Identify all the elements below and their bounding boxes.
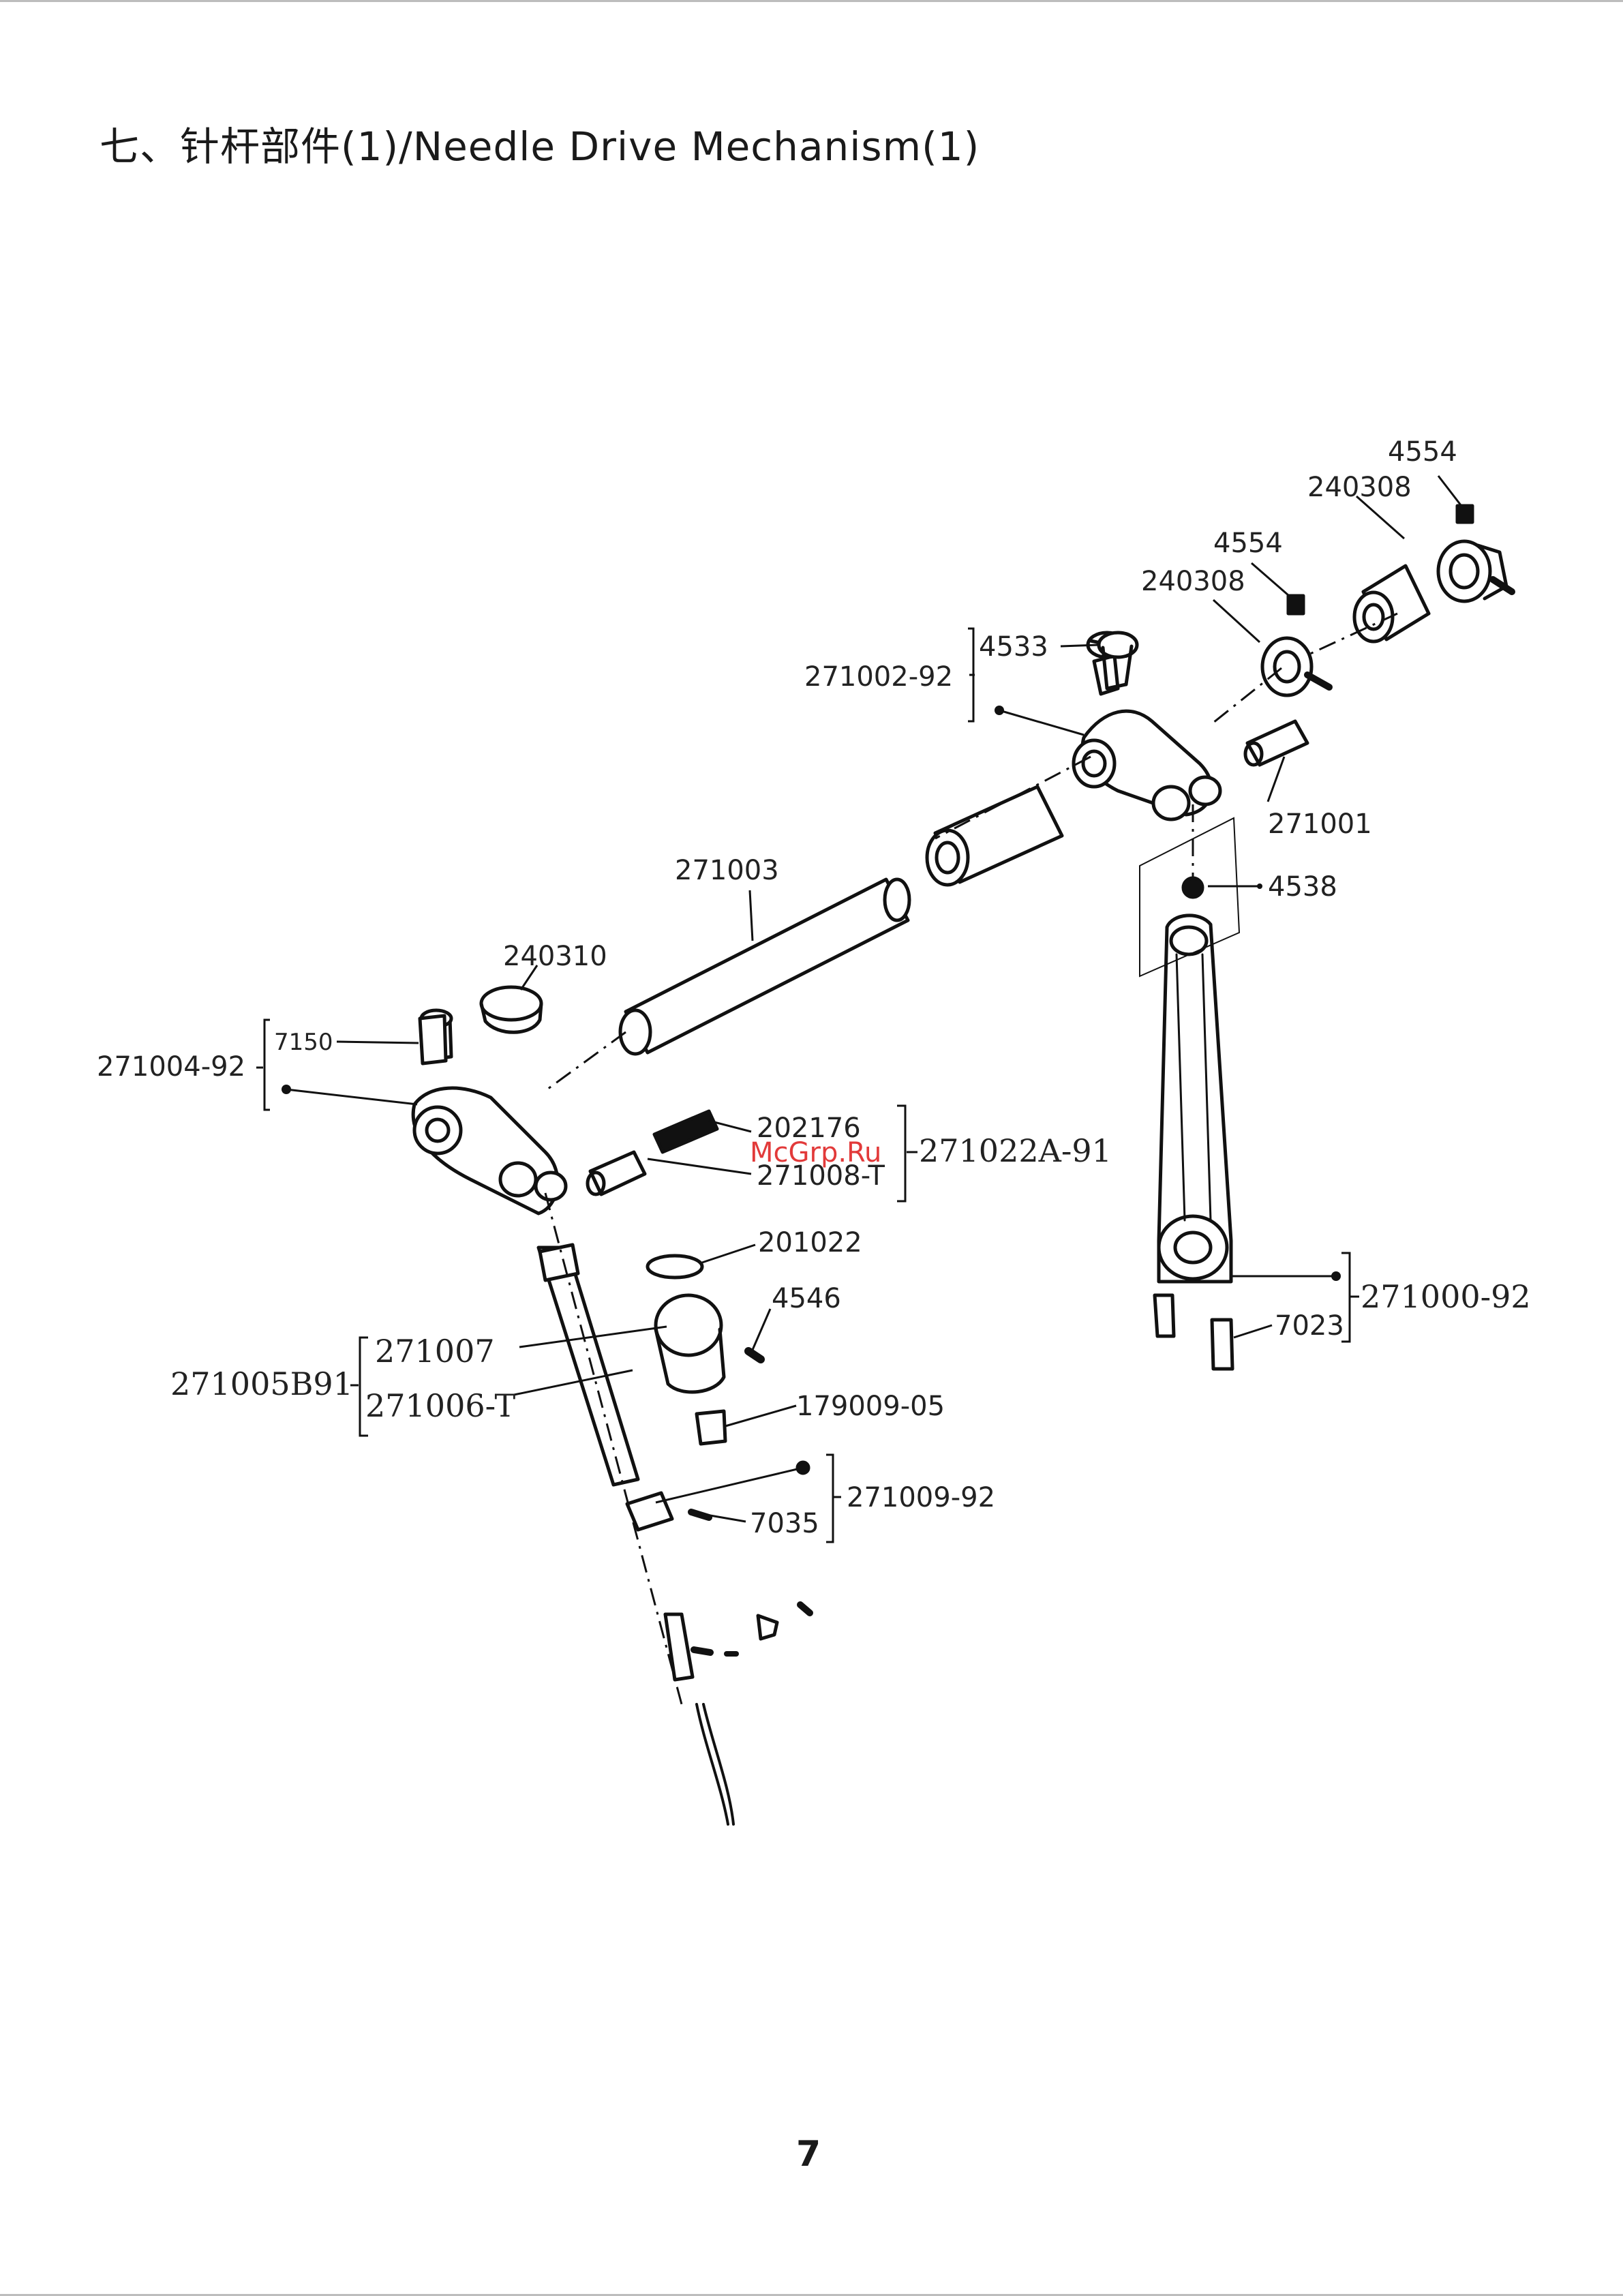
leader-201022 bbox=[702, 1245, 755, 1263]
connecting-rod bbox=[1159, 916, 1231, 1282]
upper-shaft bbox=[620, 879, 909, 1054]
leader-4533 bbox=[1061, 645, 1099, 646]
leader-271002-92 bbox=[999, 710, 1084, 735]
label-240310: 240310 bbox=[503, 941, 607, 972]
upper-shaft-bushing-a bbox=[1354, 566, 1429, 641]
label-240308-b: 240308 bbox=[1141, 566, 1245, 597]
label-271002-92: 271002-92 bbox=[804, 661, 953, 693]
label-271008-T: 271008-T bbox=[757, 1160, 885, 1192]
upper-shaft-collar-far bbox=[1438, 506, 1512, 601]
upper-shaft-collar-near bbox=[1262, 596, 1329, 695]
leader-271008-T bbox=[648, 1159, 751, 1174]
leader-240308-b bbox=[1213, 600, 1260, 642]
leader-271001 bbox=[1268, 757, 1284, 802]
needle-bar-thread-guide bbox=[648, 1256, 761, 1444]
page-number: 7 bbox=[796, 2134, 821, 2175]
leader-4554-b bbox=[1252, 563, 1294, 600]
label-4533: 4533 bbox=[979, 631, 1048, 663]
label-271000-92: 271000-92 bbox=[1361, 1278, 1531, 1315]
label-4554-a: 4554 bbox=[1388, 436, 1457, 468]
oil-cap bbox=[481, 987, 541, 1032]
label-271005B91: 271005B91 bbox=[170, 1365, 353, 1402]
needle bbox=[697, 1704, 733, 1824]
leader-7150 bbox=[337, 1042, 419, 1043]
leader-4554-a bbox=[1438, 476, 1466, 511]
leader-271009-92 bbox=[656, 1468, 803, 1502]
label-240308-a: 240308 bbox=[1307, 472, 1412, 503]
bracket-271004-92 bbox=[264, 1020, 270, 1110]
label-4546: 4546 bbox=[772, 1283, 841, 1314]
crank-pin bbox=[1245, 721, 1307, 765]
needle-clamp bbox=[665, 1605, 810, 1680]
needle-bar-crank bbox=[1074, 633, 1220, 819]
label-271001: 271001 bbox=[1268, 809, 1372, 840]
bracket-271022A-91 bbox=[897, 1106, 905, 1201]
needle-bar bbox=[539, 1245, 638, 1485]
label-179009-05: 179009-05 bbox=[796, 1391, 945, 1422]
needle-bar-link bbox=[588, 1111, 717, 1194]
label-271004-92: 271004-92 bbox=[97, 1051, 245, 1083]
label-7150: 7150 bbox=[274, 1029, 333, 1056]
label-271007: 271007 bbox=[375, 1333, 495, 1370]
label-4538: 4538 bbox=[1268, 871, 1337, 903]
leader-271006-T bbox=[514, 1370, 633, 1395]
leader-4546 bbox=[753, 1309, 770, 1350]
centerline-shaft bbox=[545, 1032, 626, 1091]
label-7035: 7035 bbox=[750, 1508, 819, 1539]
crank-screw-7150 bbox=[420, 1016, 446, 1063]
label-4554-b: 4554 bbox=[1213, 528, 1283, 559]
label-7023: 7023 bbox=[1275, 1310, 1344, 1342]
leader-7023 bbox=[1234, 1325, 1272, 1338]
bracket-271009-92 bbox=[826, 1455, 833, 1542]
label-271003: 271003 bbox=[675, 855, 779, 886]
label-271006-T: 271006-T bbox=[365, 1387, 516, 1424]
upper-shaft-bushing-b bbox=[927, 787, 1062, 885]
label-271009-92: 271009-92 bbox=[847, 1482, 995, 1513]
centerline-collars bbox=[1213, 668, 1281, 723]
label-201022: 201022 bbox=[758, 1227, 862, 1258]
label-271022A-91: 271022A-91 bbox=[919, 1132, 1112, 1169]
leader-271003 bbox=[750, 890, 753, 941]
leader-179009-05 bbox=[725, 1406, 796, 1426]
leader-271004-92 bbox=[286, 1089, 417, 1104]
